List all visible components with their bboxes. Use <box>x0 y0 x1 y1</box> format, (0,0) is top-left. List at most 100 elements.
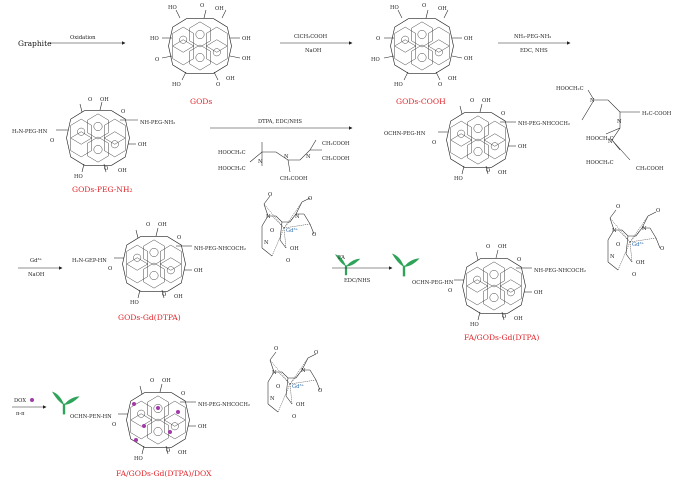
dtpa-o-top2: O <box>501 111 505 117</box>
gods-gd-chelate-n1: N <box>266 214 271 220</box>
dtpa-ochn-peg-hn: OCHN-PEG-HN <box>384 131 426 137</box>
dtpa-ch2cooh-bottom: CH₂COOH <box>280 176 308 182</box>
gods-gd-h2n-gep-hn: H₂N-GEP-HN <box>72 258 107 264</box>
gods-gd-chelate-o3: O <box>270 228 274 234</box>
gods-label: GODs <box>190 97 212 106</box>
fa-gods-gd-o-top2: O <box>517 257 521 263</box>
dtpa-n-middle: N <box>617 119 622 125</box>
fa-gods-gd-structure <box>454 249 532 321</box>
peg-oh-right: OH <box>138 142 147 148</box>
peg-oh-top: OH <box>100 97 109 103</box>
fa-gods-gd-dox-o-top: O <box>150 378 154 384</box>
fa-gods-gd-dox-nh-peg-nhcoch2: NH-PEG-NHCOCH₂ <box>198 402 250 408</box>
gods-gd-label: GODs-Gd(DTPA) <box>118 313 181 322</box>
dox-interaction: π-π <box>16 411 25 417</box>
dtpa-hooch2c-mid: HOOCH₂C <box>586 136 614 142</box>
fa-gods-gd-chelate-o5: O <box>632 272 636 278</box>
dtpa-reagent-structure <box>249 139 322 173</box>
fa-gods-gd-chelate-oh: OH <box>636 260 645 266</box>
gods-peg-label: GODs-PEG-NH₂ <box>72 185 133 194</box>
gods-structure <box>161 9 241 81</box>
gods-gd-chelate-o4: O <box>312 232 316 238</box>
dtpa-h2c-cooh: H₂C-COOH <box>642 111 672 117</box>
dtpa-ch2cooh-end: CH₂COOH <box>636 166 664 172</box>
dtpa-o-top: O <box>470 98 474 104</box>
dtpa-n-right: N <box>306 154 311 160</box>
fa-gods-gd-ho-bottom: HO <box>470 322 479 328</box>
fa-gods-gd-dox-label: FA/GODs-Gd(DTPA)/DOX <box>116 469 212 478</box>
gods-gd-oh-top: OH <box>158 222 167 228</box>
dtpa-reagent: DTPA, EDC/NHS <box>258 119 302 125</box>
gods-gd-structure <box>114 227 192 299</box>
gods-gd-oh-right: OH <box>194 268 203 274</box>
fa-gods-gd-dox-fa-icon <box>52 391 80 415</box>
fa-gods-gd-chelate <box>607 209 661 271</box>
gods-ho-bottom: HO <box>172 82 181 88</box>
fa-gods-gd-chelate-n3: N <box>610 254 615 260</box>
gods-cooh-oh-right2: OH <box>464 56 473 62</box>
gods-cooh-ho-top: HO <box>390 5 399 11</box>
dtpa-n-left: N <box>258 159 263 165</box>
fa-gods-gd-dox-chelate-o5: O <box>292 414 296 420</box>
fa-gods-gd-dox-oh-top: OH <box>162 378 171 384</box>
fa-gods-gd-ion: Gd³⁺ <box>632 242 645 248</box>
dtpa-n-top: N <box>590 98 595 104</box>
dtpa-o-bottom: O <box>486 168 490 174</box>
dtpa-ho-bottom: HO <box>454 176 463 182</box>
dox-reagent: DOX <box>14 398 26 404</box>
gods-cooh-oh-right: OH <box>464 36 473 42</box>
gods-cooh-oh-bottom: OH <box>448 76 457 82</box>
fa-gods-gd-dox-chelate <box>267 351 321 413</box>
peg-ho-bottom: HO <box>74 174 83 180</box>
dtpa-oh-bottom: OH <box>498 170 507 176</box>
fa-gods-gd-chelate-n2: N <box>642 226 647 232</box>
peg-o-left: O <box>50 138 54 144</box>
dtpa-n-mid: N <box>284 154 289 160</box>
gd-base: NaOH <box>28 272 45 278</box>
gods-cooh-o-bottom: O <box>438 82 442 88</box>
gods-gd-chelate-o2: O <box>308 196 312 202</box>
fa-gods-gd-fa-icon <box>392 253 420 277</box>
gods-gd-o-left: O <box>108 266 112 272</box>
dtpa-oh-right: OH <box>518 144 527 150</box>
gods-gd-nh-peg-nhcoch2: NH-PEG-NHCOCH₂ <box>194 246 246 252</box>
fa-gods-gd-dox-ho-bottom: HO <box>134 456 143 462</box>
peg-oh-bottom: OH <box>118 168 127 174</box>
fa-gods-gd-dox-o-bottom: O <box>166 448 170 454</box>
pegylation-reagent: NH₂-PEG-NH₂ <box>514 34 551 40</box>
fa-gods-gd-chelate-o3: O <box>616 242 620 248</box>
gods-cooh-o-top: O <box>422 3 426 9</box>
fa-gods-gd-dox-o-left: O <box>112 422 116 428</box>
gods-peg-structure <box>56 101 138 173</box>
gods-cooh-oh-top: OH <box>438 6 447 12</box>
gods-oh-right2: OH <box>242 56 251 62</box>
fa-gods-gd-dox-chelate-n2: N <box>301 368 306 374</box>
dtpa-n-lower: N <box>608 139 613 145</box>
fa-gods-gd-dox-chelate-n3: N <box>270 396 275 402</box>
gods-peg-dtpa-structure <box>438 89 640 175</box>
gods-gd-ho-bottom: HO <box>130 300 139 306</box>
dtpa-ch2cooh-upper: CH₂COOH <box>322 141 350 147</box>
gods-cooh-structure <box>383 9 463 81</box>
oxidation-label: Oxidation <box>70 35 96 41</box>
gods-gd-o-bottom: O <box>162 292 166 298</box>
gods-cooh-o-left: O <box>376 36 380 42</box>
gods-cooh-ho-left: HO <box>371 57 380 63</box>
fa-gods-gd-o-left: O <box>448 288 452 294</box>
fa-gods-gd-oh-top: OH <box>498 244 507 250</box>
gods-oh-top: OH <box>215 6 224 12</box>
fa-gods-gd-nh-peg-nhcoch2: NH-PEG-NHCOCH₂ <box>534 268 586 274</box>
fa-gods-gd-dox-structure <box>118 383 196 455</box>
gods-ho-top: HO <box>168 5 177 11</box>
dox-molecule-icon <box>30 398 34 402</box>
fa-gods-gd-dox-ochn-pen-hn: OCHN-PEN-HN <box>70 414 112 420</box>
fa-gods-gd-dox-chelate-n1: N <box>272 370 277 376</box>
gods-gd-ion: Gd³⁺ <box>286 228 299 234</box>
fa-gods-gd-dox-chelate-o1: O <box>274 346 278 352</box>
fa-gods-gd-dox-chelate-o3: O <box>276 384 280 390</box>
fa-gods-gd-chelate-o4: O <box>660 246 664 252</box>
fa-gods-gd-o-top: O <box>486 244 490 250</box>
gods-gd-chelate-o5: O <box>286 258 290 264</box>
gods-gd-chelate-o1: O <box>268 192 272 198</box>
